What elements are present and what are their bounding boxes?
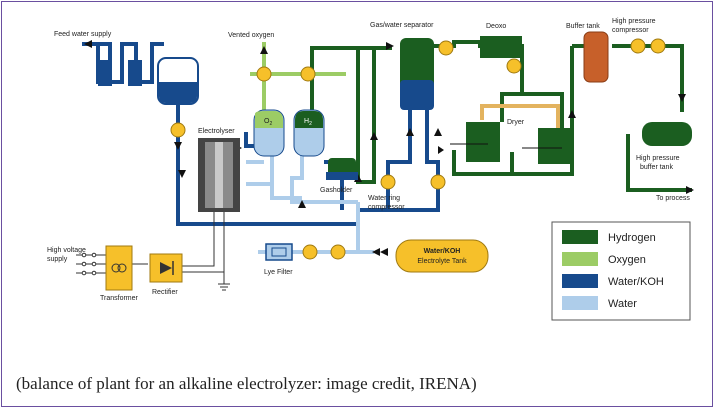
label-electrolyser: Electrolyser [198, 128, 235, 135]
buffer-tank [583, 31, 609, 83]
deoxo-cooler [506, 58, 522, 74]
transformer [105, 245, 133, 291]
koh-electrolyte-tank [395, 239, 489, 273]
label-water-ring-1: Water ring [368, 195, 400, 202]
legend-label-oxygen: Oxygen [608, 254, 646, 266]
label-deoxo: Deoxo [486, 23, 506, 30]
oxygen-separator [253, 109, 285, 157]
label-high-voltage-2: supply [47, 256, 68, 263]
hp-compressor [650, 38, 666, 54]
label-dryer: Dryer [507, 119, 525, 126]
label-transformer: Transformer [100, 295, 139, 302]
label-hp-compressor-1: High pressure [612, 18, 656, 25]
label-lye-filter: Lye Filter [264, 269, 293, 276]
gasholder [326, 158, 358, 180]
hydrogen-separator [293, 109, 325, 157]
label-koh-tank-2: Electrolyte Tank [417, 258, 467, 265]
lye-pump [302, 244, 318, 260]
process-flow-diagram: Feed water supply Vented oxygen Gas/wate… [47, 18, 694, 321]
water-ring-pump [430, 174, 446, 190]
legend-swatch-oxygen [562, 252, 598, 266]
deoxo-unit [480, 36, 522, 58]
legend-swatch-hydrogen [562, 230, 598, 244]
feed-filter-2 [128, 60, 142, 86]
figure-caption: (balance of plant for an alkaline electr… [16, 374, 477, 393]
separator-cooler [438, 40, 454, 56]
yellow-rotary-equipment [256, 38, 666, 260]
label-h2: H2 [304, 118, 312, 127]
label-hp-buffer-2: buffer tank [640, 164, 673, 171]
hydrogen-cooler [300, 66, 316, 82]
label-hp-compressor-2: compressor [612, 27, 649, 34]
hv-supply-terminals [81, 252, 97, 276]
hp-buffer-tank [642, 122, 692, 146]
label-vented-oxygen: Vented oxygen [228, 32, 274, 39]
legend-label-hydrogen: Hydrogen [608, 232, 656, 244]
hydrogen-pipes [310, 40, 692, 192]
feed-pump [170, 122, 186, 138]
label-gas-water-separator: Gas/water separator [370, 22, 434, 29]
legend-label-water: Water [608, 298, 637, 310]
electrolyser [198, 138, 240, 212]
label-buffer-tank: Buffer tank [566, 23, 600, 30]
legend-swatch-water [562, 296, 598, 310]
electrical-lines [76, 212, 230, 291]
lye-cooler [330, 244, 346, 260]
dryer-unit [450, 122, 572, 164]
gas-water-separator [400, 38, 434, 110]
rectifier [149, 253, 183, 283]
label-gasholder: Gasholder [320, 187, 353, 194]
lye-filter [265, 243, 293, 261]
flow-arrows [84, 40, 694, 256]
label-rectifier: Rectifier [152, 289, 178, 296]
label-hp-buffer-1: High pressure [636, 155, 680, 162]
label-high-voltage-1: High voltage [47, 247, 86, 254]
feed-water-tank [157, 57, 199, 105]
label-water-ring-2: compressor [368, 204, 405, 211]
oxygen-cooler [256, 66, 272, 82]
label-o2: O2 [264, 118, 272, 127]
feed-filter-1 [98, 60, 112, 86]
label-feed-water: Feed water supply [54, 31, 112, 38]
label-koh-tank-1: Water/KOH [424, 248, 461, 255]
legend-label-water-koh: Water/KOH [608, 276, 664, 288]
legend-swatch-water-koh [562, 274, 598, 288]
label-to-process: To process [656, 195, 690, 202]
water-ring-compressor [380, 174, 396, 190]
hp-compressor-cooler [630, 38, 646, 54]
dryer-regen-line [480, 104, 560, 130]
